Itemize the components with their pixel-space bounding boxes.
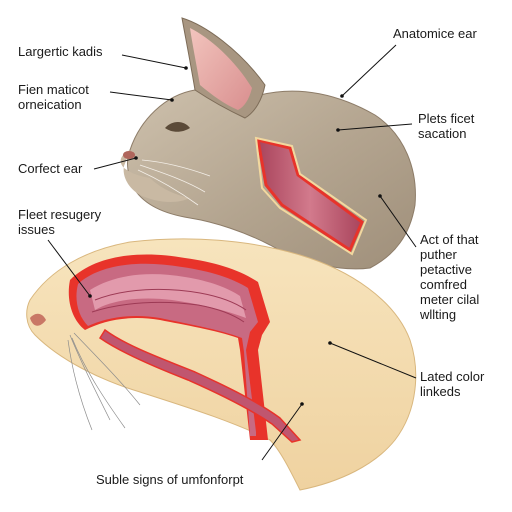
leader-plets-ficet [337, 123, 413, 131]
label-fien-maticot-line2: orneication [18, 97, 82, 112]
label-lated-color-line1: Lated color [420, 369, 485, 384]
label-plets-ficet-line2: sacation [418, 126, 467, 141]
leader-fien-maticot [109, 91, 173, 101]
label-fleet-resugery-line2: issues [18, 222, 55, 237]
ear-canal-upper [256, 137, 364, 253]
canal-descending [98, 328, 302, 443]
leader-dot-plets [336, 128, 340, 132]
cat-head [120, 17, 416, 270]
label-corfect-ear-text: Corfect ear [18, 161, 83, 176]
cat-whiskers [137, 159, 211, 206]
leader-dot-act [378, 194, 382, 198]
cat-nose [123, 151, 135, 159]
leader-lated-color [329, 342, 417, 379]
cross-section-lip [30, 313, 46, 326]
cross-section-whiskers [67, 332, 141, 431]
label-largertic-kadis-text: Largertic kadis [18, 44, 103, 59]
ear-cross-section [26, 238, 417, 491]
label-act-of-that-line5: meter cilal [420, 292, 480, 307]
ear-canal-upper-outline [254, 136, 368, 256]
label-fleet-resugery-line1: Fleet resugery [18, 207, 102, 222]
label-plets-ficet: Plets ficet sacation [418, 111, 474, 141]
label-corfect-ear: Corfect ear [18, 161, 82, 176]
leader-dot-largertic [184, 66, 188, 70]
cat-eye [165, 122, 190, 132]
label-anatomice-ear-text: Anatomice ear [393, 26, 477, 41]
label-fien-maticot: Fien maticot orneication [18, 82, 89, 112]
leader-dot-lated [328, 341, 332, 345]
leader-act-of-that [379, 195, 417, 248]
leader-suble-signs [261, 403, 303, 461]
leader-dot-corfect [134, 156, 138, 160]
leader-fleet-resugery [47, 239, 91, 297]
label-act-of-that-line6: wllting [420, 307, 457, 322]
label-act-of-that-line4: comfred [420, 277, 467, 292]
leader-dot-fien [170, 98, 174, 102]
leader-largertic-kadis [121, 54, 187, 69]
label-fleet-resugery: Fleet resugery issues [18, 207, 101, 237]
label-anatomice-ear: Anatomice ear [393, 26, 477, 41]
label-act-of-that-line3: petactive [420, 262, 473, 277]
label-plets-ficet-line1: Plets ficet [418, 111, 475, 126]
leader-dot-fleet [88, 294, 92, 298]
label-lated-color: Lated color linkeds [420, 369, 484, 399]
leader-corfect-ear [93, 157, 137, 170]
canal-inner-highlight [90, 274, 246, 318]
cat-muzzle [120, 150, 190, 202]
cat-ear-inner [190, 28, 252, 110]
leader-dot-anatomice [340, 94, 344, 98]
label-act-of-that-line1: Act of that [420, 232, 479, 247]
label-largertic-kadis: Largertic kadis [18, 44, 103, 59]
label-lated-color-line2: linkeds [420, 384, 461, 399]
label-act-of-that: Act of that puther petactive comfred met… [420, 232, 479, 322]
label-fien-maticot-line1: Fien maticot [18, 82, 89, 97]
label-act-of-that-line2: puther [420, 247, 457, 262]
leader-lines [47, 44, 417, 461]
leader-dot-suble [300, 402, 304, 406]
label-suble-signs: Suble signs of umfonforpt [96, 472, 243, 487]
leader-dots [88, 66, 382, 406]
leader-anatomice-ear [341, 44, 397, 97]
label-suble-signs-text: Suble signs of umfonforpt [96, 472, 244, 487]
canal-stripes [91, 288, 247, 323]
